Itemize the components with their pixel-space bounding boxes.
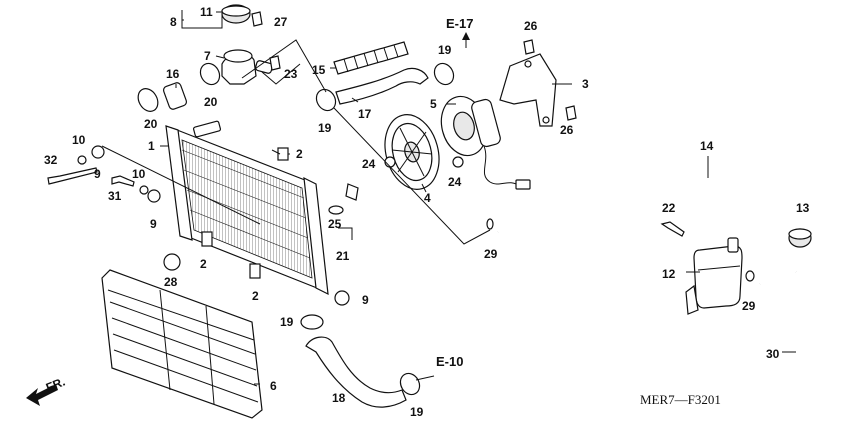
label-27: 27: [274, 15, 288, 29]
reserve-tank-cap: [788, 228, 812, 248]
label-19c: 19: [280, 315, 294, 329]
label-21: 21: [336, 249, 350, 263]
upper-hose: [335, 67, 429, 105]
label-17: 17: [358, 107, 372, 121]
section-ref-e10: E-10: [436, 354, 463, 369]
hose-clamps: [137, 62, 455, 396]
label-10a: 10: [72, 133, 86, 147]
front-direction-arrow: [26, 384, 58, 406]
label-13: 13: [796, 201, 810, 215]
radiator-cap: [221, 4, 251, 24]
label-22: 22: [662, 201, 676, 215]
lower-hose: [305, 336, 407, 408]
short-hose: [162, 82, 188, 110]
label-12: 12: [662, 267, 676, 281]
label-26b: 26: [560, 123, 574, 137]
corrugation: [343, 44, 399, 73]
label-29b: 29: [742, 299, 756, 313]
label-28: 28: [164, 275, 178, 289]
leader-lines: [101, 10, 796, 385]
radiator-grille: [101, 269, 263, 419]
label-9a: 9: [94, 167, 101, 181]
label-2a: 2: [296, 147, 303, 161]
label-10b: 10: [132, 167, 146, 181]
section-ref-e17: E-17: [446, 16, 473, 31]
label-23: 23: [284, 67, 298, 81]
reserve-tank: [685, 237, 743, 315]
callout-labels: 1 2 2 2 3 4 5 6 7 8 9 9 9 10 10 11 12 13…: [44, 5, 810, 419]
diagram-code: MER7—F3201: [640, 392, 721, 407]
label-24a: 24: [362, 157, 376, 171]
radiator: [165, 120, 329, 296]
label-18: 18: [332, 391, 346, 405]
filler-neck: [221, 49, 273, 85]
label-1: 1: [148, 139, 155, 153]
label-31: 31: [108, 189, 122, 203]
label-24b: 24: [448, 175, 462, 189]
label-19a: 19: [318, 121, 332, 135]
label-5: 5: [430, 97, 437, 111]
label-19d: 19: [410, 405, 424, 419]
upper-hose-corrugated: [333, 41, 409, 75]
label-30: 30: [766, 347, 780, 361]
label-2b: 2: [200, 257, 207, 271]
breather-tube-inner: [793, 270, 810, 387]
label-9b: 9: [150, 217, 157, 231]
label-3: 3: [582, 77, 589, 91]
label-6: 6: [270, 379, 277, 393]
label-11: 11: [200, 5, 213, 19]
fan-bracket: [499, 53, 557, 127]
front-label: FR.: [44, 375, 67, 395]
small-hardware: [47, 11, 755, 306]
fan-motor: [440, 95, 531, 190]
label-20a: 20: [144, 117, 158, 131]
label-4: 4: [424, 191, 431, 205]
label-25: 25: [328, 217, 342, 231]
label-15: 15: [312, 63, 326, 77]
label-16: 16: [166, 67, 180, 81]
label-19b: 19: [438, 43, 452, 57]
label-20b: 20: [204, 95, 218, 109]
label-32: 32: [44, 153, 58, 167]
label-14: 14: [700, 139, 714, 153]
label-29a: 29: [484, 247, 498, 261]
overflow-tube-inner: [497, 181, 782, 286]
fan-shroud: [384, 114, 440, 190]
label-7: 7: [204, 49, 211, 63]
label-26a: 26: [524, 19, 538, 33]
label-9c: 9: [362, 293, 369, 307]
label-2c: 2: [252, 289, 259, 303]
label-8: 8: [170, 15, 177, 29]
